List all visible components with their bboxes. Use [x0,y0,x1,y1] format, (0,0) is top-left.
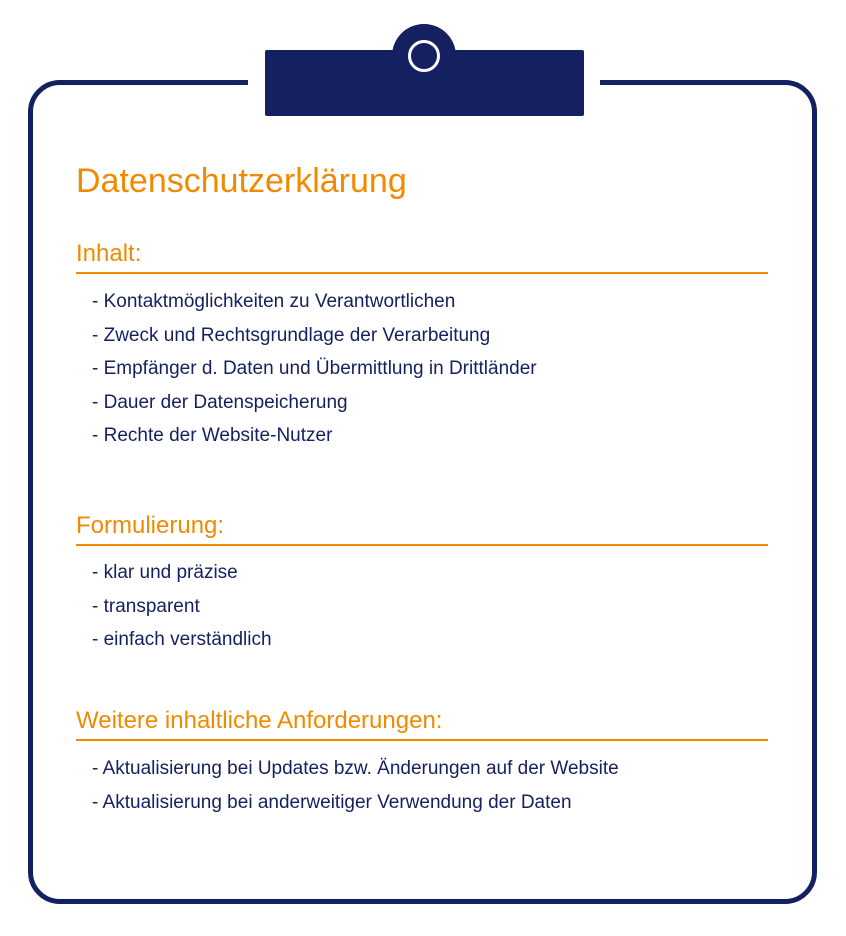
list-item: - Dauer der Datenspeicherung [92,391,348,413]
clipboard-hole-icon [408,40,440,72]
list-item: - transparent [92,595,200,617]
list-item: - einfach verständlich [92,629,272,650]
section-heading-inhalt: Inhalt: [76,238,768,274]
clipboard-board [28,80,817,904]
list-item: - Rechte der Website-Nutzer [92,425,333,446]
list-item: - klar und präzise [92,562,238,583]
list-item: - Zweck und Rechtsgrundlage der Verarbei… [92,324,491,346]
list-formulierung: - klar und präzise - transparent - einfa… [92,556,272,657]
list-item: - Kontaktmöglichkeiten zu Verantwortlich… [92,291,456,312]
section-heading-anforderungen: Weitere inhaltliche Anforderungen: [76,705,768,741]
list-anforderungen: - Aktualisierung bei Updates bzw. Änderu… [92,752,619,819]
list-inhalt: - Kontaktmöglichkeiten zu Verantwortlich… [92,285,537,453]
page-title: Datenschutzerklärung [76,162,407,200]
section-heading-formulierung: Formulierung: [76,510,768,546]
list-item: - Aktualisierung bei anderweitiger Verwe… [92,791,572,813]
list-item: - Empfänger d. Daten und Übermittlung in… [92,358,537,379]
list-item: - Aktualisierung bei Updates bzw. Änderu… [92,758,619,779]
